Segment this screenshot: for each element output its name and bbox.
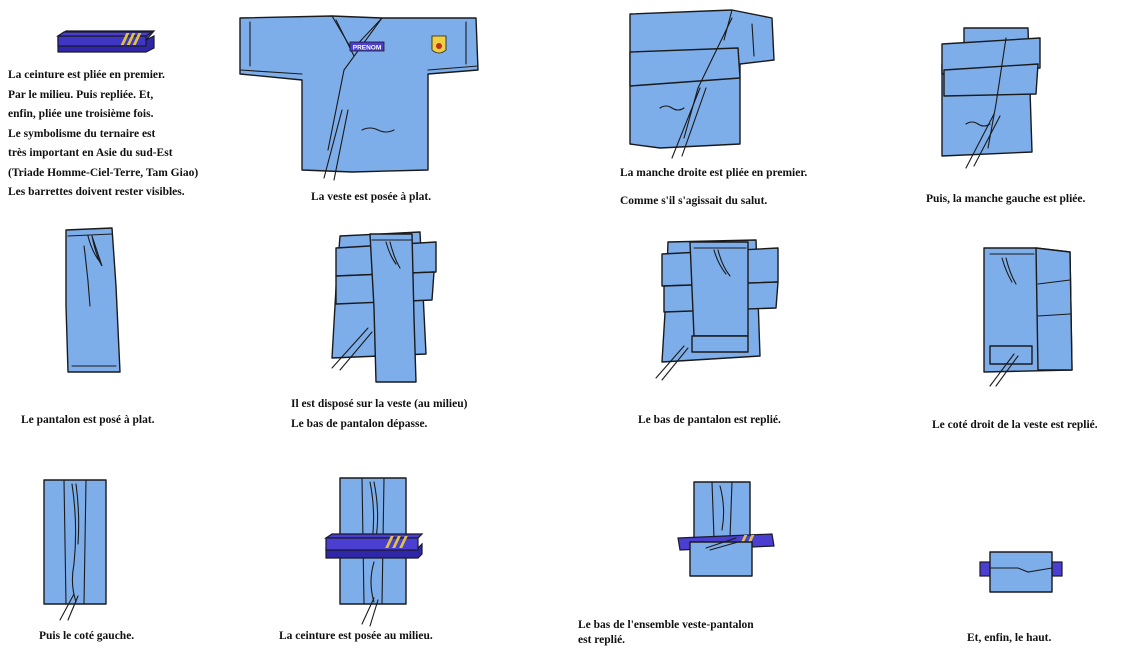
belt-caption-line: Le symbolisme du ternaire est	[8, 127, 156, 140]
step-caption: Le bas de l'ensemble veste-pantalon est …	[578, 618, 754, 648]
jacket-name-label: PRENOM	[353, 45, 382, 52]
belt-caption: La ceinture est pliée en premier. Par le…	[8, 66, 198, 203]
caption-line: La manche droite est pliée en premier.	[620, 167, 808, 179]
caption-line: Puis, la manche gauche est pliée.	[926, 193, 1086, 205]
caption-line: La ceinture est posée au milieu.	[279, 630, 433, 642]
caption-line: Puis le coté gauche.	[39, 630, 135, 642]
caption-line: Le pantalon est posé à plat.	[21, 414, 155, 426]
step-caption: Le coté droit de la veste est replié.	[932, 417, 1098, 433]
step-caption: La veste est posée à plat.	[311, 189, 431, 205]
belt-caption-line: très important en Asie du sud-Est	[8, 147, 173, 159]
step-caption: Le bas de pantalon est replié.	[638, 412, 781, 428]
caption-line: Le coté droit de la veste est replié.	[932, 419, 1098, 431]
belt-caption-line: Par le milieu. Puis repliée. Et,	[8, 88, 154, 101]
step-caption: Le pantalon est posé à plat.	[21, 412, 155, 428]
trousers-on-jacket-illustration	[316, 228, 442, 384]
jacket-flat-illustration: PRENOM	[232, 10, 484, 182]
left-side-folded-illustration	[40, 474, 110, 622]
step-caption: Puis, la manche gauche est pliée.	[926, 191, 1085, 207]
caption-line: Le bas de pantalon dépasse.	[291, 418, 428, 430]
caption-line: Il est disposé sur la veste (au milieu)	[291, 398, 468, 410]
caption-line: Comme s'il s'agissait du salut.	[620, 195, 768, 207]
belt-caption-line: (Triade Homme-Ciel-Terre, Tam Giao)	[8, 166, 199, 179]
caption-line: Le bas de pantalon est replié.	[638, 414, 781, 426]
step-caption: Puis le coté gauche.	[39, 628, 134, 644]
step-caption: La ceinture est posée au milieu.	[279, 628, 433, 644]
step-caption: Il est disposé sur la veste (au milieu) …	[291, 394, 467, 434]
bottom-folded-illustration	[676, 478, 780, 580]
caption-line: Le bas de l'ensemble veste-pantalon	[578, 619, 754, 631]
trousers-flat-illustration	[62, 226, 124, 376]
right-sleeve-folded-illustration	[620, 8, 780, 159]
belt-in-middle-illustration	[324, 472, 424, 628]
folded-belt-illustration	[56, 28, 156, 54]
step-caption: La manche droite est pliée en premier. C…	[620, 159, 807, 215]
left-sleeve-folded-illustration	[936, 24, 1056, 170]
right-side-folded-illustration	[976, 244, 1078, 388]
caption-line: La veste est posée à plat.	[311, 191, 432, 203]
final-folded-illustration	[978, 548, 1064, 596]
caption-line: est replié.	[578, 634, 626, 646]
belt-caption-line: La ceinture est pliée en premier.	[8, 69, 165, 81]
belt-caption-line: Les barrettes doivent rester visibles.	[8, 186, 185, 198]
trouser-bottom-folded-illustration	[644, 236, 784, 382]
step-caption: Et, enfin, le haut.	[967, 630, 1051, 646]
caption-line: Et, enfin, le haut.	[967, 632, 1052, 644]
belt-caption-line: enfin, pliée une troisième fois.	[8, 108, 154, 120]
